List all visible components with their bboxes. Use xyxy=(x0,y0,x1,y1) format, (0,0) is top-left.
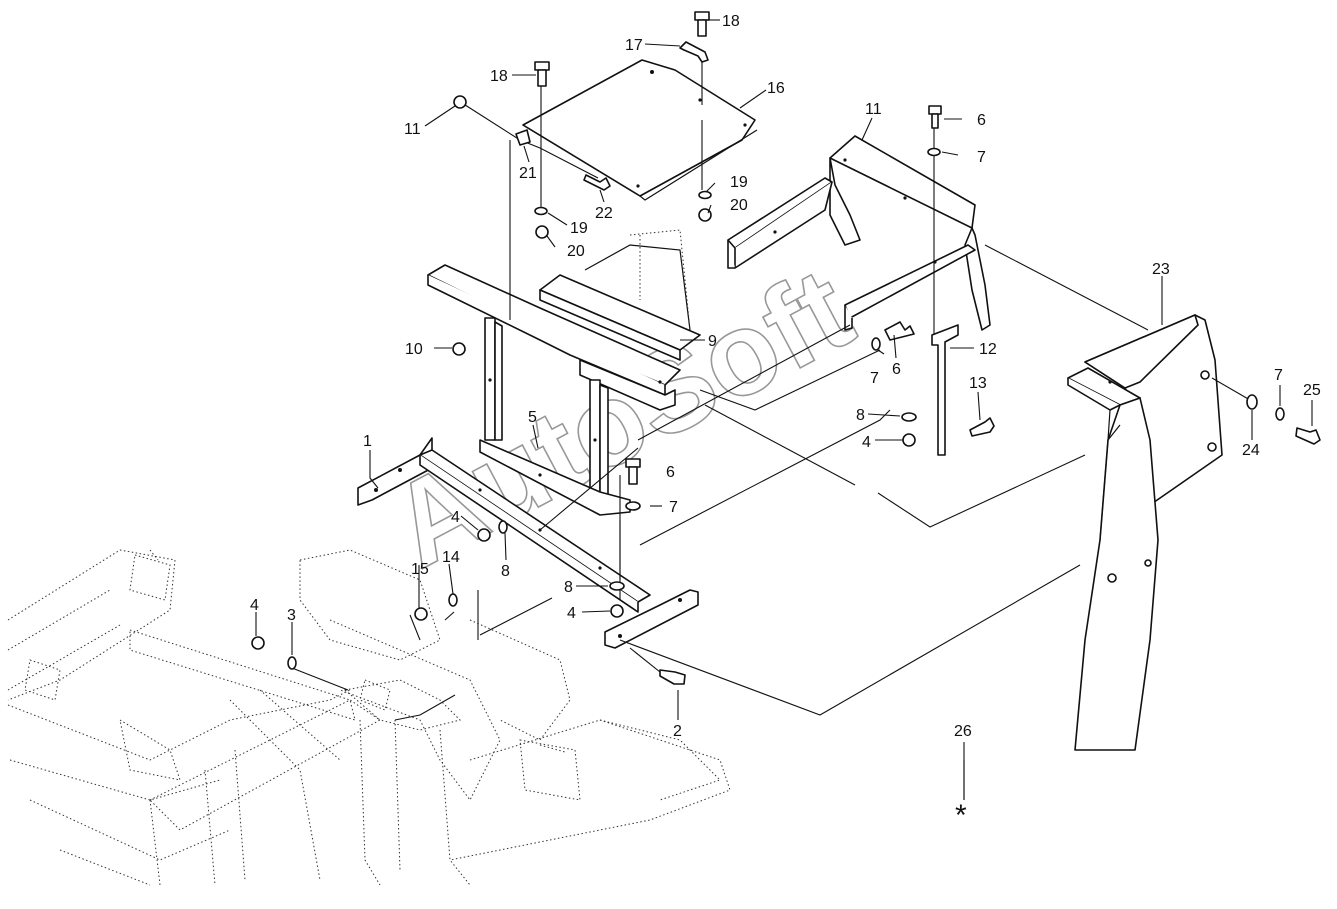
chassis-frame xyxy=(7,549,731,886)
bolt-2-icon xyxy=(659,669,686,685)
callout-6-middle: 6 xyxy=(892,361,901,378)
assembly-lines xyxy=(291,56,1251,800)
callout-7-right: 7 xyxy=(1274,367,1283,384)
callout-13: 13 xyxy=(969,375,987,392)
fasteners xyxy=(251,11,1321,685)
callout-3: 3 xyxy=(287,607,296,624)
part-11-rear-frame xyxy=(727,135,991,331)
callout-12: 12 xyxy=(979,341,997,358)
part-16-cover-plate xyxy=(522,59,758,201)
nut-4d-icon xyxy=(251,636,265,650)
washer-19a-icon xyxy=(534,206,548,216)
part-5-upper-frame xyxy=(427,264,681,516)
callout-17: 17 xyxy=(625,37,643,54)
washer-7a-icon xyxy=(927,147,941,157)
washer-8c-icon xyxy=(609,581,625,591)
note-asterisk: * xyxy=(955,799,967,832)
callout-19-left: 19 xyxy=(570,220,588,237)
callout-4-right: 4 xyxy=(862,434,871,451)
callout-4-lower: 4 xyxy=(567,605,576,622)
callout-4-far-left: 4 xyxy=(250,597,259,614)
nut-10-icon xyxy=(452,342,466,356)
callout-23: 23 xyxy=(1152,261,1170,278)
washer-14-icon xyxy=(448,593,458,607)
callout-21: 21 xyxy=(519,165,537,182)
bolt-13-icon xyxy=(969,417,995,437)
callout-25: 25 xyxy=(1303,382,1321,399)
callout-18-left: 18 xyxy=(490,68,508,85)
callout-16: 16 xyxy=(767,80,785,97)
bolt-6b-icon xyxy=(884,321,915,341)
callout-10: 10 xyxy=(405,341,423,358)
callout-7-center: 7 xyxy=(669,499,678,516)
callout-9: 9 xyxy=(708,333,717,350)
callout-18-top: 18 xyxy=(722,13,740,30)
callout-15: 15 xyxy=(411,561,429,578)
washer-19b-icon xyxy=(698,190,712,200)
callout-4-left: 4 xyxy=(451,509,460,526)
washer-7c-icon xyxy=(625,501,641,511)
clip-17-icon xyxy=(679,41,709,63)
callout-6-center: 6 xyxy=(666,464,675,481)
part-12-strap xyxy=(931,324,959,456)
watermark-text: AutoSoft xyxy=(370,243,872,593)
bolt-18b-icon xyxy=(534,61,550,87)
bolt-25-icon xyxy=(1295,427,1321,445)
nut-15-icon xyxy=(414,607,428,621)
callout-5: 5 xyxy=(528,409,537,426)
callout-7-top: 7 xyxy=(977,149,986,166)
callout-22: 22 xyxy=(595,205,613,222)
washer-7b-icon xyxy=(871,337,881,351)
bolt-22-icon xyxy=(583,174,611,191)
washer-7d-icon xyxy=(1275,407,1285,421)
callout-20-left: 20 xyxy=(567,243,585,260)
callout-14: 14 xyxy=(442,549,460,566)
part-9-mount-tray xyxy=(539,229,701,361)
nut-11-icon xyxy=(453,95,467,109)
washer-3-icon xyxy=(287,656,297,670)
nut-4c-icon xyxy=(610,604,624,618)
callout-1: 1 xyxy=(363,433,372,450)
callout-7-middle: 7 xyxy=(870,370,879,387)
part-23-mudguard xyxy=(1067,314,1223,751)
callout-labels: 1 2 3 4 4 4 4 5 6 6 6 7 7 7 7 8 8 8 9 10… xyxy=(250,13,1321,832)
callout-2: 2 xyxy=(673,723,682,740)
callout-11-left: 11 xyxy=(404,121,421,138)
nut-20a-icon xyxy=(535,225,549,239)
callout-24: 24 xyxy=(1242,442,1260,459)
part-2-cross-bar xyxy=(419,449,699,649)
callout-pointers xyxy=(255,19,1313,800)
callout-8-lower: 8 xyxy=(564,579,573,596)
callout-6-top: 6 xyxy=(977,112,986,129)
bolt-6c-icon xyxy=(625,458,641,485)
washer-8a-icon xyxy=(901,412,917,422)
callout-26: 26 xyxy=(954,723,972,740)
callout-19-right: 19 xyxy=(730,174,748,191)
nut-4b-icon xyxy=(477,528,491,542)
bolt-18a-icon xyxy=(694,11,710,37)
callout-8-right: 8 xyxy=(856,407,865,424)
nut-4a-icon xyxy=(902,433,916,447)
clip-21-icon xyxy=(515,129,531,146)
bolt-6a-icon xyxy=(928,105,942,129)
callout-8-left: 8 xyxy=(501,563,510,580)
callout-11-right: 11 xyxy=(865,101,882,118)
callout-20-right: 20 xyxy=(730,197,748,214)
washer-24-icon xyxy=(1246,394,1258,410)
washer-8b-icon xyxy=(498,520,508,534)
